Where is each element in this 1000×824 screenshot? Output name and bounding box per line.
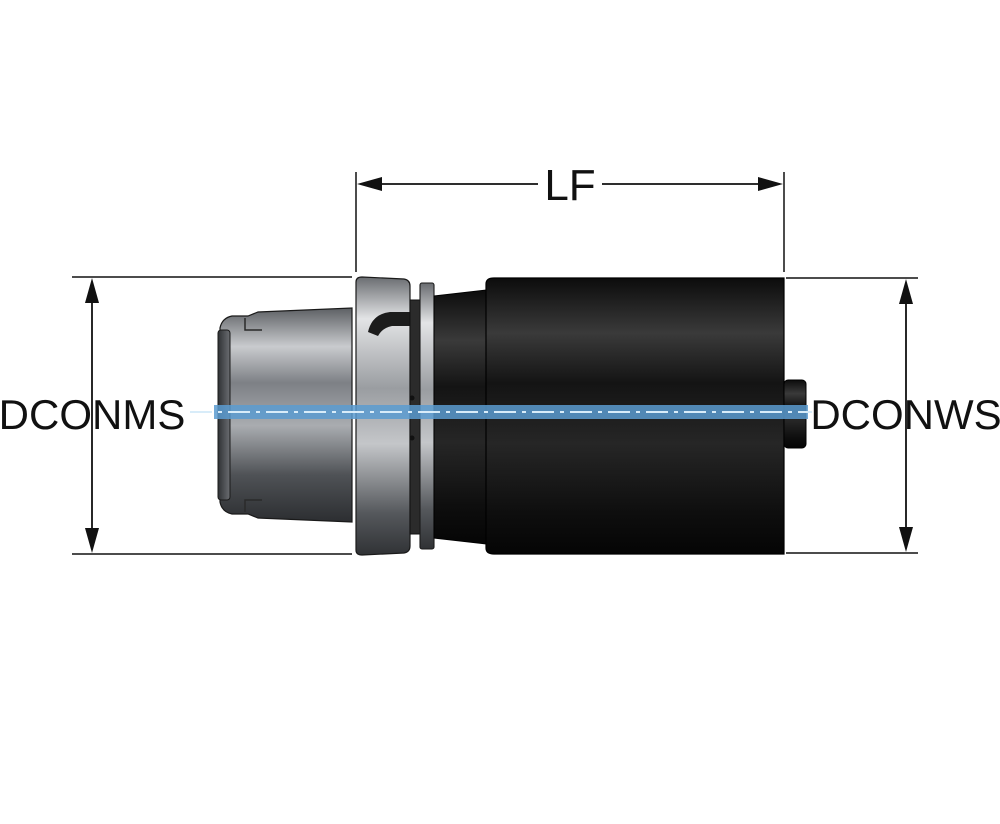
dconws-label: DCONWS (810, 391, 1000, 438)
centerline (190, 405, 812, 419)
dconms-label: DCONMS (0, 391, 185, 438)
lf-label: LF (544, 161, 595, 210)
dimension-lf (355, 172, 785, 272)
dimension-dconws (786, 277, 918, 554)
dimension-dconms (72, 276, 352, 555)
